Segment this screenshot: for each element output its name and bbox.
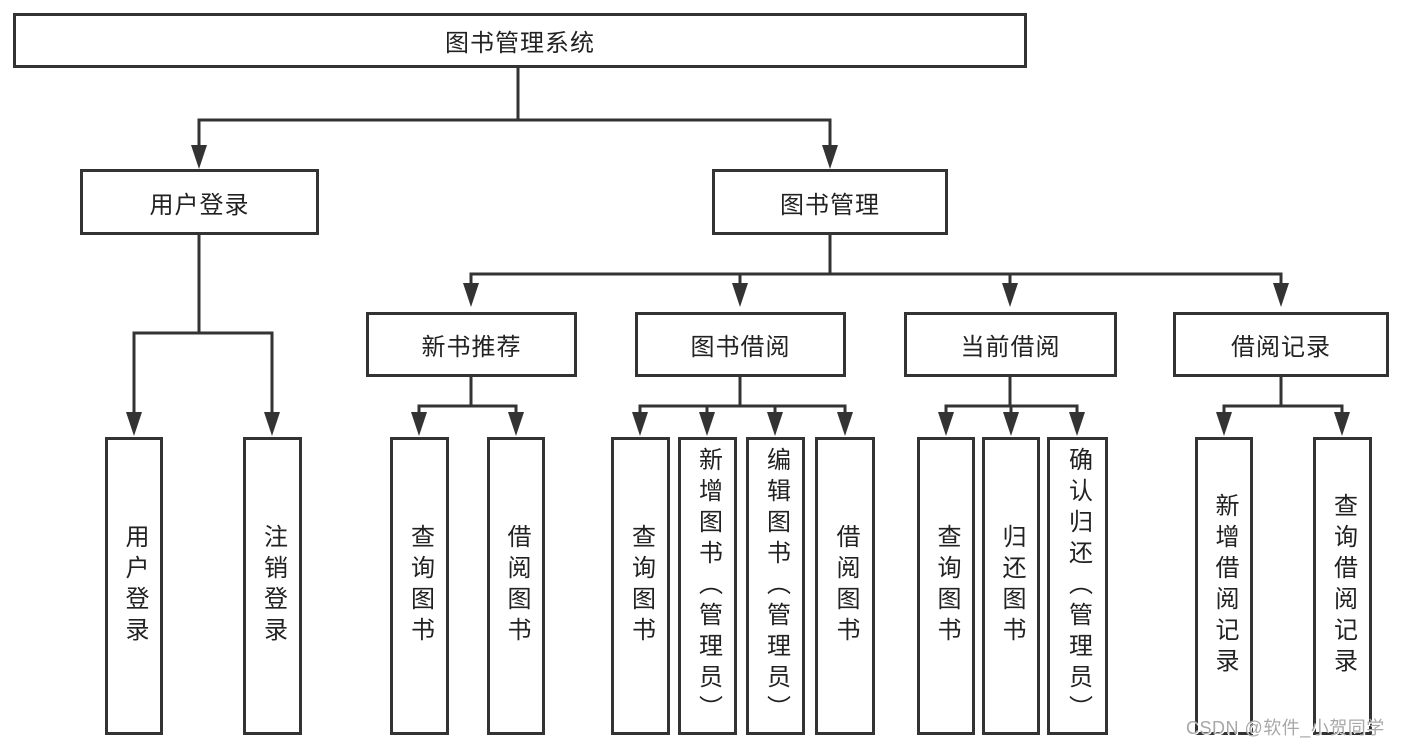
leaf-add-book-admin: 新增图书（管理员）	[678, 437, 737, 735]
arrowhead-icon	[191, 145, 207, 169]
leaf-logout-label: 注销登录	[259, 524, 287, 648]
node-borrow-records: 借阅记录	[1173, 312, 1389, 377]
connector-borrow-records	[1216, 375, 1350, 436]
leaf-query-borrow-record: 查询借阅记录	[1313, 437, 1372, 735]
connector-book-borrow	[632, 375, 853, 436]
connector-user-login	[126, 233, 280, 436]
leaf-borrow-books-2: 借阅图书	[815, 437, 875, 735]
arrowhead-icon	[264, 412, 280, 436]
node-book-borrow: 图书借阅	[635, 312, 846, 377]
leaf-query-books-2: 查询图书	[611, 437, 670, 735]
leaf-borrow-books-2-label: 借阅图书	[832, 524, 859, 648]
arrowhead-icon	[126, 412, 142, 436]
node-current-borrow-label: 当前借阅	[960, 334, 1061, 361]
leaf-query-books-1: 查询图书	[390, 437, 449, 735]
leaf-query-books-2-label: 查询图书	[627, 524, 655, 648]
node-new-book-rec-label: 新书推荐	[421, 334, 522, 361]
node-user-login: 用户登录	[80, 169, 319, 235]
leaf-query-books-1-label: 查询图书	[406, 524, 434, 648]
node-book-mgmt: 图书管理	[712, 169, 948, 235]
arrowhead-icon	[767, 412, 783, 436]
arrowhead-icon	[508, 412, 524, 436]
connector-current-borrow	[938, 375, 1085, 436]
leaf-confirm-return-admin: 确认归还（管理员）	[1047, 437, 1108, 735]
arrowhead-icon	[1069, 412, 1085, 436]
arrowhead-icon	[837, 412, 853, 436]
leaf-edit-book-admin-label: 编辑图书（管理员）	[762, 446, 790, 726]
leaf-query-books-3-label: 查询图书	[933, 524, 960, 648]
arrowhead-icon	[463, 283, 479, 307]
node-system-label: 图书管理系统	[445, 30, 595, 57]
leaf-add-borrow-record: 新增借阅记录	[1195, 437, 1253, 735]
connector-root	[191, 66, 838, 169]
node-system: 图书管理系统	[13, 13, 1027, 68]
leaf-confirm-return-admin-label: 确认归还（管理员）	[1064, 446, 1092, 726]
leaf-borrow-books-1: 借阅图书	[487, 437, 545, 735]
node-book-borrow-label: 图书借阅	[690, 334, 791, 361]
leaf-edit-book-admin: 编辑图书（管理员）	[746, 437, 805, 735]
leaf-query-borrow-record-label: 查询借阅记录	[1329, 493, 1357, 679]
arrowhead-icon	[699, 412, 715, 436]
node-current-borrow: 当前借阅	[904, 312, 1117, 377]
arrowhead-icon	[1334, 412, 1350, 436]
node-user-login-label: 用户登录	[149, 191, 250, 219]
node-book-mgmt-label: 图书管理	[780, 191, 880, 219]
arrowhead-icon	[411, 412, 427, 436]
arrowhead-icon	[632, 412, 648, 436]
arrowhead-icon	[1002, 283, 1018, 307]
leaf-borrow-books-1-label: 借阅图书	[503, 524, 530, 648]
connector-new-book-rec	[411, 375, 524, 436]
arrowhead-icon	[822, 145, 838, 169]
watermark: CSDN @软件_小贺同学	[1186, 718, 1385, 738]
leaf-add-borrow-record-label: 新增借阅记录	[1211, 493, 1238, 679]
arrowhead-icon	[1216, 412, 1232, 436]
leaf-user-login: 用户登录	[105, 437, 163, 735]
node-borrow-records-label: 借阅记录	[1231, 334, 1331, 361]
arrowhead-icon	[732, 283, 748, 307]
arrowhead-icon	[1273, 283, 1289, 307]
leaf-return-book: 归还图书	[982, 437, 1040, 735]
arrowhead-icon	[1003, 412, 1019, 436]
leaf-query-books-3: 查询图书	[917, 437, 975, 735]
leaf-add-book-admin-label: 新增图书（管理员）	[694, 446, 722, 726]
connector-book-mgmt	[463, 233, 1289, 307]
leaf-user-login-label: 用户登录	[121, 524, 148, 648]
node-new-book-rec: 新书推荐	[366, 312, 577, 377]
arrowhead-icon	[938, 412, 954, 436]
leaf-return-book-label: 归还图书	[998, 524, 1025, 648]
leaf-logout: 注销登录	[243, 437, 302, 735]
